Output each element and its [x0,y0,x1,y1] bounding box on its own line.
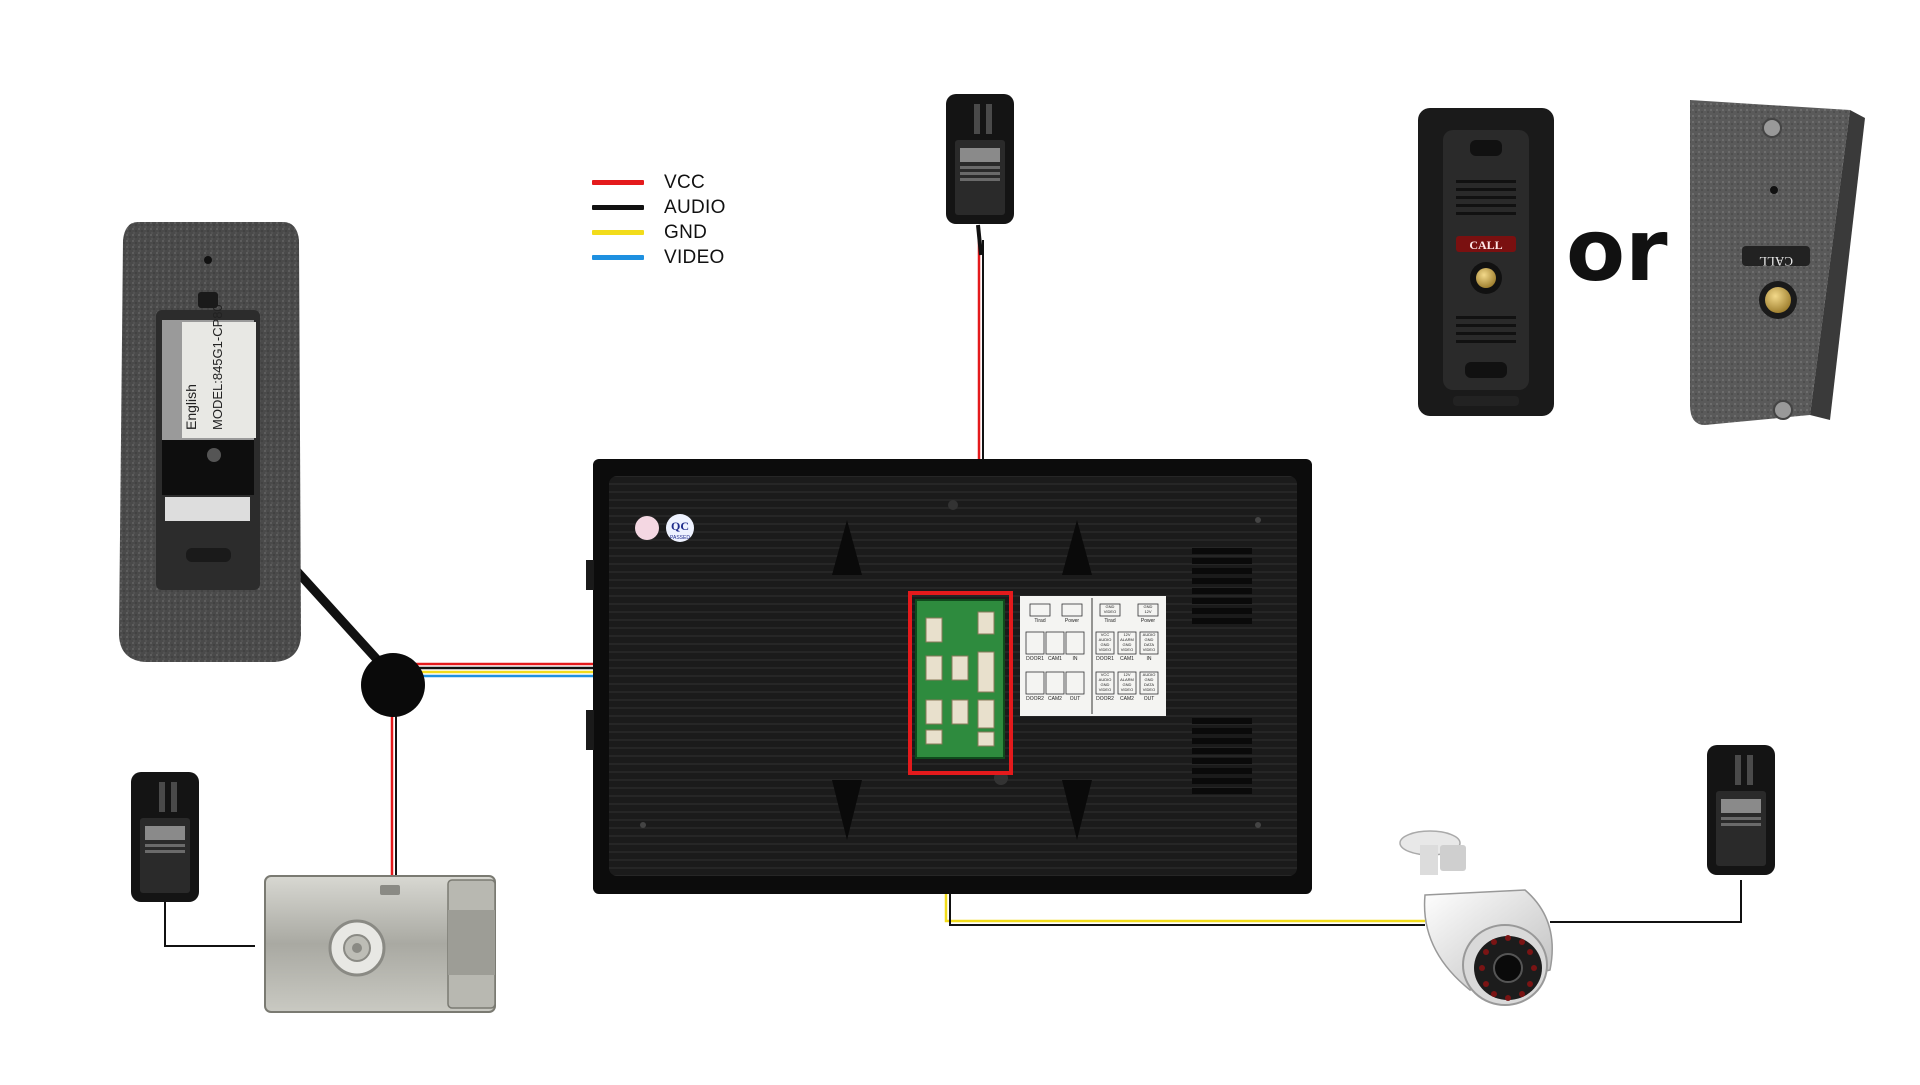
legend-row-gnd: GND [592,220,726,245]
port-name-label: CAM2 [1120,696,1134,702]
port-name-label: CAM2 [1048,696,1062,702]
doorbell-sticker-line2: MODEL:845G1-CP80 [210,304,225,430]
cctv-camera [1399,830,1553,1006]
port-box-in [1139,631,1159,655]
port-name-label: DOOR1 [1096,656,1114,662]
port-box-cam1 [1117,631,1137,655]
port-pin-label: AUDIO [1143,632,1156,637]
port-pin-label: VIDEO [1099,687,1111,692]
port-box-door2 [1095,671,1115,695]
port-box-door1 [1095,631,1115,655]
doorbell-sticker-line1: English [183,384,199,430]
port-pin-label: GND [1145,637,1154,642]
port-box-door1 [1025,631,1045,655]
doorbell-alt1-call: CALL [1469,238,1502,252]
connector-sockets [925,611,995,747]
port-name-label: CAM1 [1048,656,1062,662]
port-pin-label: GND [1123,642,1132,647]
doorbell-alternative-1: CALL [1418,108,1554,416]
port-pin-label: VIDEO [1099,647,1111,652]
port-pin-label: VCC [1101,672,1110,677]
legend-label-gnd: GND [664,221,708,243]
power-adapter-camera [1707,745,1775,875]
port-name-label: Power [1141,618,1156,624]
legend-swatch-gnd [592,230,644,235]
legend-row-vcc: VCC [592,170,726,195]
qc-label: QC [671,519,689,533]
port-pin-label: 12V [1144,609,1151,614]
legend-row-audio: AUDIO [592,195,726,220]
port-box-cam1 [1045,631,1065,655]
port-pin-label: AUDIO [1143,672,1156,677]
wire-color-legend: VCC AUDIO GND VIDEO [592,170,726,270]
port-name-label: IN [1073,656,1078,662]
legend-row-video: VIDEO [592,245,726,270]
electric-lock [264,875,496,1013]
port-pin-label: VIDEO [1121,687,1133,692]
port-name-label: IN [1147,656,1152,662]
port-box-power [1061,603,1083,617]
port-pin-label: AUDIO [1099,637,1112,642]
qc-sub: PASSED [670,535,690,541]
port-box-power [1137,603,1159,617]
junction-node [361,653,425,717]
doorbell-alternative-2: CALL [1690,100,1865,425]
legend-label-video: VIDEO [664,246,725,268]
port-box-in [1065,631,1085,655]
port-name-label: Tirad [1104,618,1115,624]
legend-label-vcc: VCC [664,171,706,193]
port-pin-label: GND [1145,677,1154,682]
legend-label-audio: AUDIO [664,196,726,218]
port-pin-label: ALARM [1120,677,1134,682]
port-name-label: DOOR2 [1096,696,1114,702]
port-pin-label: GND [1101,682,1110,687]
or-label: or [1566,201,1668,301]
port-pin-label: GND [1123,682,1132,687]
port-name-label: Tirad [1034,618,1045,624]
port-name-label: CAM1 [1120,656,1134,662]
port-name-label: OUT [1144,696,1155,702]
port-pin-label: GND [1106,604,1115,609]
legend-swatch-vcc [592,180,644,185]
port-box-door2 [1025,671,1045,695]
port-pin-label: VIDEO [1143,647,1155,652]
port-pin-label: GND [1101,642,1110,647]
port-box-out [1065,671,1085,695]
port-box-cam2 [1045,671,1065,695]
legend-swatch-video [592,255,644,260]
wire-camera-power [1550,880,1742,923]
port-pin-label: DATA [1144,682,1154,687]
port-box-out [1139,671,1159,695]
port-pin-label: GND [1144,604,1153,609]
port-pin-label: VIDEO [1104,609,1116,614]
wire-lock-power [164,900,255,947]
power-adapter-top [946,94,1014,224]
port-name-label: DOOR1 [1026,656,1044,662]
port-name-label: Power [1065,618,1080,624]
port-pin-label: ALARM [1120,637,1134,642]
port-name-label: OUT [1070,696,1081,702]
port-box-cam2 [1117,671,1137,695]
port-pin-label: DATA [1144,642,1154,647]
port-pin-label: VCC [1101,632,1110,637]
port-pin-label: 12V [1123,672,1130,677]
doorbell-alt2-call: CALL [1759,254,1793,269]
doorbell-rear: English MODEL:845G1-CP80 [119,222,301,662]
port-pin-label: VIDEO [1121,647,1133,652]
port-pin-label: 12V [1123,632,1130,637]
port-name-label: DOOR2 [1026,696,1044,702]
port-box-tirad [1029,603,1051,617]
power-adapter-lock [131,772,199,902]
port-box-tirad [1099,603,1121,617]
port-pin-label: AUDIO [1099,677,1112,682]
connector-highlight [908,591,1013,775]
legend-swatch-audio [592,205,644,210]
port-pin-label: VIDEO [1143,687,1155,692]
